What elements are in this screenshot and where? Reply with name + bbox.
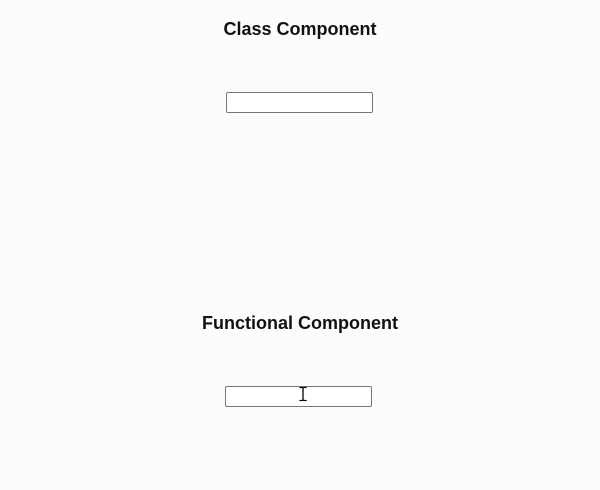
functional-component-title: Functional Component <box>202 313 398 333</box>
class-component-title: Class Component <box>223 19 377 39</box>
functional-component-input[interactable] <box>225 386 372 407</box>
class-component-input[interactable] <box>226 92 373 113</box>
